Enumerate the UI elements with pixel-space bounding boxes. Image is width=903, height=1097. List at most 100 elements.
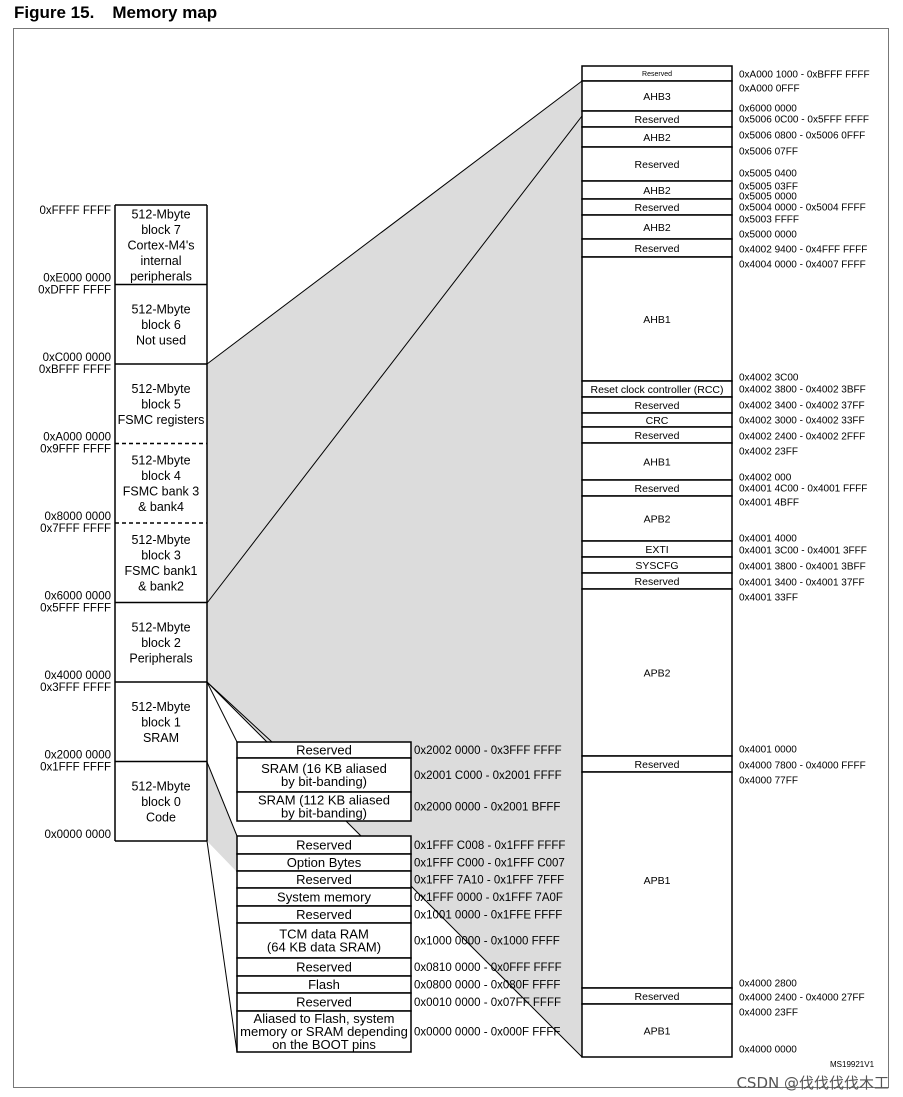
memory-block [115, 284, 207, 364]
region-label: Aliased to Flash, system [254, 1011, 395, 1026]
region-address-range: 0x0810 0000 - 0x0FFF FFFF [414, 962, 562, 974]
peripheral-address: 0x5006 07FF [739, 147, 798, 158]
block-label: block 3 [141, 549, 181, 563]
peripheral-address: 0x5003 FFFF [739, 215, 799, 226]
peripheral-label: Reserved [635, 114, 680, 126]
peripheral-row [581, 256, 733, 382]
block-label: 512-Mbyte [131, 779, 190, 793]
peripheral-label: Reserved [635, 991, 680, 1003]
peripheral-address: 0x4002 3400 - 0x4002 37FF [739, 401, 865, 412]
region-address-range: 0x0010 0000 - 0x07FF FFFF [414, 997, 561, 1009]
peripheral-address: 0x4000 2400 - 0x4000 27FF [739, 993, 865, 1004]
block-top-address: 0x1FFF FFFF [40, 762, 111, 774]
block-label: block 0 [141, 795, 181, 809]
block-label: 512-Mbyte [131, 302, 190, 316]
block-label: 512-Mbyte [131, 620, 190, 634]
block-label: 512-Mbyte [131, 382, 190, 396]
block-bottom-address: 0x0000 0000 [44, 829, 111, 841]
projection-layer [206, 80, 583, 1058]
peripheral-address: 0x5005 0000 [739, 192, 797, 203]
peripheral-address: 0x4001 3800 - 0x4001 3BFF [739, 562, 866, 573]
peripheral-address: 0x4000 0000 [739, 1045, 797, 1056]
region-label: Reserved [296, 960, 352, 975]
region-label: Flash [308, 977, 340, 992]
peripheral-projection [207, 116, 582, 1057]
peripheral-label: AHB2 [643, 185, 671, 197]
peripheral-label: CRC [646, 415, 669, 427]
peripheral-address: 0x4001 33FF [739, 593, 798, 604]
region-address-range: 0x2000 0000 - 0x2001 BFFF [414, 802, 560, 814]
block-label: block 7 [141, 223, 181, 237]
projection-line [206, 681, 273, 743]
region-address-range: 0x2001 C000 - 0x2001 FFFF [414, 770, 562, 782]
region-address-range: 0x0000 0000 - 0x000F FFFF [414, 1027, 560, 1039]
block-label: SRAM [143, 731, 179, 745]
block-label: peripherals [130, 269, 192, 283]
memory-block [115, 364, 207, 444]
peripheral-row [581, 214, 733, 240]
peripheral-address: 0x4001 3400 - 0x4001 37FF [739, 578, 865, 589]
peripheral-row [581, 771, 733, 989]
region-address-range: 0x2002 0000 - 0x3FFF FFFF [414, 745, 562, 757]
region-label: Reserved [296, 872, 352, 887]
peripheral-address: 0x4002 3C00 [739, 373, 799, 384]
peripheral-address: 0x6000 0000 [739, 104, 797, 115]
peripheral-label: Reset clock controller (RCC) [590, 384, 723, 396]
block-label: internal [141, 254, 182, 268]
block-label: Cortex-M4's [128, 238, 195, 252]
peripheral-address: 0xA000 1000 - 0xBFFF FFFF [739, 70, 870, 81]
region-address-range: 0x1FFF C000 - 0x1FFF C007 [414, 858, 565, 870]
block-top-address: 0x9FFF FFFF [40, 444, 111, 456]
peripheral-address: 0x4002 2400 - 0x4002 2FFF [739, 432, 865, 443]
peripheral-label: Reserved [642, 71, 672, 78]
block-top-address: 0x7FFF FFFF [40, 523, 111, 535]
block-label: 512-Mbyte [131, 533, 190, 547]
figure-number: Figure 15. [14, 3, 95, 22]
peripheral-address: 0x4000 2800 [739, 979, 797, 990]
block-label: block 1 [141, 715, 181, 729]
peripheral-address: 0x4001 0000 [739, 745, 797, 756]
region-label: by bit-banding) [281, 806, 367, 821]
region-label: TCM data RAM [279, 927, 369, 942]
fsmc-projection [207, 81, 582, 603]
block-bottom-address: 0x6000 0000 [44, 591, 111, 603]
peripheral-address: 0x4000 77FF [739, 776, 798, 787]
projection-line [206, 80, 583, 365]
projection-line [206, 761, 238, 837]
peripheral-label: APB1 [644, 1026, 671, 1038]
region-label: Reserved [296, 743, 352, 758]
region-label: (64 KB data SRAM) [267, 940, 381, 955]
peripheral-label: APB2 [644, 514, 671, 526]
region-address-range: 0x0800 0000 - 0x080F FFFF [414, 980, 560, 992]
peripheral-address: 0x5006 0C00 - 0x5FFF FFFF [739, 115, 869, 126]
region-label: Option Bytes [287, 855, 362, 870]
figure-title: Figure 15.Memory map [14, 3, 217, 23]
peripheral-address: 0x5000 0000 [739, 230, 797, 241]
region-label: memory or SRAM depending [240, 1024, 408, 1039]
peripheral-address: 0x4004 0000 - 0x4007 FFFF [739, 260, 866, 271]
watermark: CSDN @伐伐伐伐木工 [736, 1074, 889, 1092]
peripheral-address: 0x4002 000 [739, 473, 792, 484]
region-address-range: 0x1FFF C008 - 0x1FFF FFFF [414, 840, 565, 852]
peripheral-label: Reserved [635, 759, 680, 771]
peripheral-row [581, 80, 733, 112]
peripheral-label: APB2 [644, 668, 671, 680]
block-top-address: 0xFFFF FFFF [39, 205, 111, 217]
block-label: 512-Mbyte [131, 700, 190, 714]
peripheral-label: AHB2 [643, 222, 671, 234]
peripheral-row [581, 495, 733, 542]
block-label: 512-Mbyte [131, 454, 190, 468]
block-label: & bank2 [138, 580, 184, 594]
peripheral-row [581, 146, 733, 182]
memory-block [115, 602, 207, 682]
block-bottom-address: 0x2000 0000 [44, 750, 111, 762]
peripheral-label: Reserved [635, 243, 680, 255]
region-label: SRAM (112 KB aliased [258, 793, 390, 808]
peripheral-address: 0x4002 3800 - 0x4002 3BFF [739, 385, 866, 396]
region-label: Reserved [296, 838, 352, 853]
peripheral-label: Reserved [635, 202, 680, 214]
peripheral-label: EXTI [645, 544, 668, 556]
